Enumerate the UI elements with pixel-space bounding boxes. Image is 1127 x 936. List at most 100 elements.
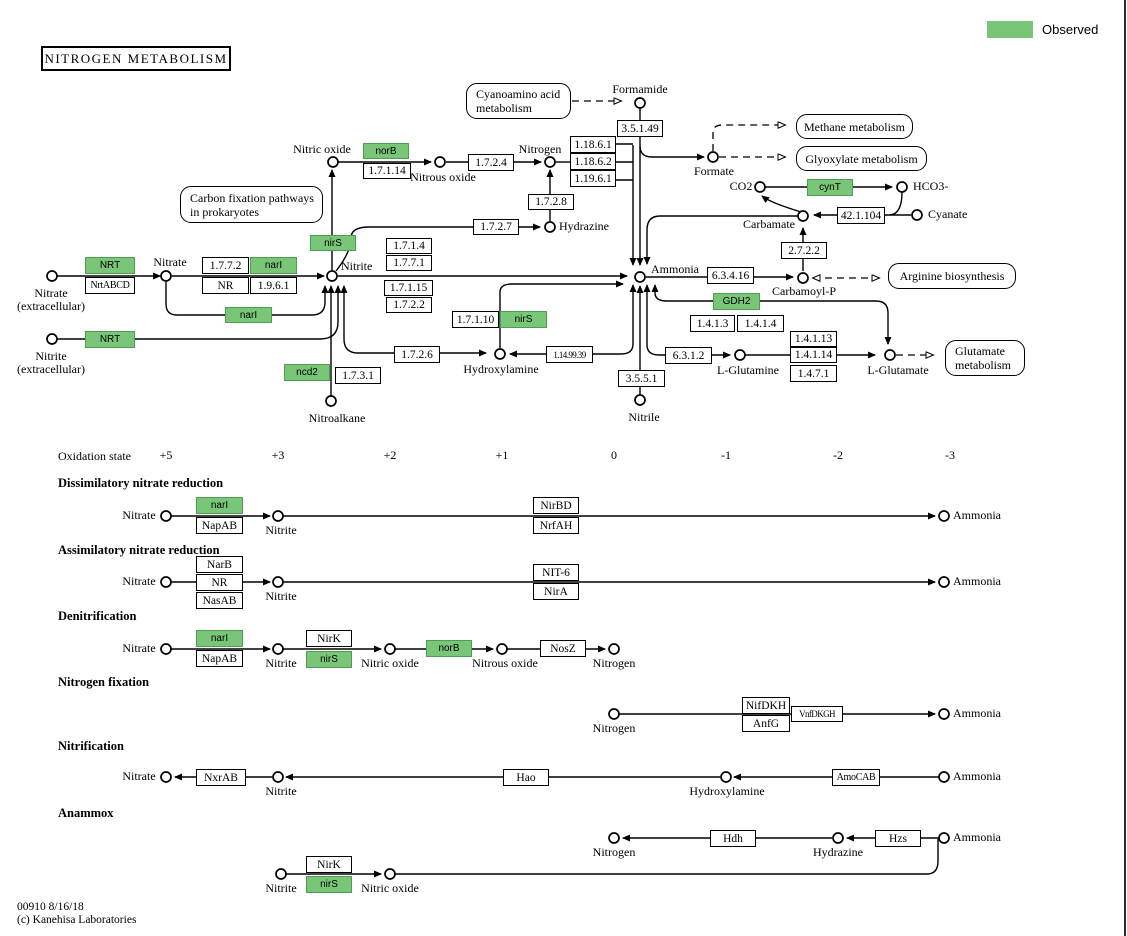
enzyme-box-1.7.2.8[interactable]: 1.7.2.8	[528, 194, 574, 210]
compound-label-carbamate: Carbamate	[743, 217, 795, 231]
enzyme-box-NasAB[interactable]: NasAB	[196, 592, 243, 609]
enzyme-box-NarB[interactable]: NarB	[196, 556, 243, 573]
gene-box-nirS-nitrite[interactable]: nirS	[310, 235, 356, 251]
enzyme-box-NosZ[interactable]: NosZ	[540, 640, 586, 657]
window-edge	[1124, 0, 1126, 936]
legend-label: Observed	[1042, 22, 1099, 37]
gene-box-NRT-nitrite[interactable]: NRT	[85, 331, 135, 348]
compound-label-formamide: Formamide	[612, 82, 668, 96]
enzyme-box-NR-r2[interactable]: NR	[196, 574, 243, 591]
enzyme-box-Hao[interactable]: Hao	[503, 769, 549, 786]
oxidation-tick-minus1: -1	[721, 448, 731, 462]
enzyme-box-1.7.1.10[interactable]: 1.7.1.10	[452, 311, 499, 328]
enzyme-box-1.7.7.2[interactable]: 1.7.7.2	[202, 257, 249, 274]
enzyme-box-AnfG[interactable]: AnfG	[742, 715, 790, 732]
pathway-link-arginine-biosynthesis[interactable]: Arginine biosynthesis	[888, 263, 1016, 289]
enzyme-box-NIT-6[interactable]: NIT-6	[533, 564, 579, 581]
gene-box-nirS-hydroxylamine[interactable]: nirS	[500, 311, 547, 328]
gene-box-narI-r1[interactable]: narI	[196, 497, 243, 514]
section-header-nitrification: Nitrification	[58, 739, 124, 753]
enzyme-box-1.4.7.1[interactable]: 1.4.7.1	[790, 365, 837, 382]
enzyme-box-Hzs[interactable]: Hzs	[875, 830, 921, 847]
compound-label-nitrate: Nitrate	[122, 508, 156, 522]
section-header-nitrogen-fixation: Nitrogen fixation	[58, 675, 150, 689]
gene-box-NRT-nitrate[interactable]: NRT	[85, 257, 135, 274]
enzyme-box-NirK-r6[interactable]: NirK	[306, 856, 352, 873]
enzyme-box-1.7.2.4[interactable]: 1.7.2.4	[468, 154, 514, 171]
enzyme-box-1.7.2.6[interactable]: 1.7.2.6	[394, 346, 440, 363]
pathway-link-glyoxylate-metabolism[interactable]: Glyoxylate metabolism	[796, 146, 927, 171]
compound-label-nitrite-extracellular: Nitrite (extracellular)	[17, 349, 85, 376]
compound-label-nitrite: Nitrite	[265, 656, 297, 670]
enzyme-box-NirA[interactable]: NirA	[533, 583, 579, 600]
gene-box-norB-r3[interactable]: norB	[426, 640, 472, 657]
enzyme-box-2.7.2.2[interactable]: 2.7.2.2	[781, 242, 827, 259]
gene-box-GDH2[interactable]: GDH2	[713, 293, 760, 310]
enzyme-box-1.4.1.14[interactable]: 1.4.1.14	[790, 347, 837, 363]
compound-label-l-glutamate: L-Glutamate	[867, 363, 929, 377]
enzyme-box-NrfAH[interactable]: NrfAH	[533, 517, 579, 534]
enzyme-box-NifDKH[interactable]: NifDKH	[742, 697, 790, 714]
enzyme-box-NxrAB[interactable]: NxrAB	[196, 769, 246, 786]
enzyme-box-1.7.1.15[interactable]: 1.7.1.15	[384, 280, 433, 296]
gene-box-norB[interactable]: norB	[363, 143, 409, 159]
compound-label-nitrite: Nitrite	[265, 523, 297, 537]
gene-box-cynT[interactable]: cynT	[807, 179, 853, 196]
enzyme-box-6.3.4.16[interactable]: 6.3.4.16	[707, 267, 754, 284]
gene-box-ncd2[interactable]: ncd2	[284, 364, 330, 381]
enzyme-box-1.7.1.14[interactable]: 1.7.1.14	[363, 163, 411, 179]
enzyme-box-1.7.2.7[interactable]: 1.7.2.7	[473, 219, 519, 235]
compound-nodes[interactable]	[46, 97, 950, 880]
gene-box-nirS-r3[interactable]: nirS	[306, 651, 352, 668]
compound-label-ammonia: Ammonia	[953, 706, 1001, 720]
enzyme-box-1.9.6.1[interactable]: 1.9.6.1	[250, 277, 297, 294]
compound-label-nitrite-hub: Nitrite	[341, 259, 373, 273]
compound-label-nitrite: Nitrite	[265, 784, 297, 798]
gene-box-narI-feedback[interactable]: narI	[225, 307, 272, 323]
gene-box-nirS-r6[interactable]: nirS	[306, 876, 352, 893]
compound-label-nitrous-oxide: Nitrous oxide	[472, 656, 538, 670]
gene-box-narI[interactable]: narI	[250, 257, 297, 274]
enzyme-box-VnfDKGH[interactable]: VnfDKGH	[791, 706, 843, 722]
enzyme-box-NR[interactable]: NR	[202, 277, 249, 294]
oxidation-tick-plus1: +1	[495, 448, 509, 462]
oxidation-tick-plus3: +3	[271, 448, 285, 462]
section-header-anammox: Anammox	[58, 806, 114, 820]
enzyme-box-NirBD[interactable]: NirBD	[533, 497, 579, 514]
enzyme-box-1.14.99.39[interactable]: 1.14.99.39	[546, 346, 593, 363]
enzyme-box-NapAB-r3[interactable]: NapAB	[196, 650, 243, 667]
enzyme-box-1.18.6.1[interactable]: 1.18.6.1	[570, 136, 616, 153]
enzyme-box-1.7.7.1[interactable]: 1.7.7.1	[386, 255, 432, 271]
enzyme-box-1.7.2.2[interactable]: 1.7.2.2	[386, 297, 432, 313]
enzyme-box-3.5.1.49[interactable]: 3.5.1.49	[617, 120, 663, 137]
enzyme-box-NrtABCD[interactable]: NrtABCD	[85, 277, 135, 294]
enzyme-box-1.4.1.3[interactable]: 1.4.1.3	[690, 315, 735, 332]
compound-label-hydroxylamine: Hydroxylamine	[689, 784, 765, 798]
compound-label-nitrate-extracellular: Nitrate (extracellular)	[17, 286, 85, 313]
enzyme-box-4.2.1.104[interactable]: 42.1.104	[837, 207, 885, 224]
enzyme-box-1.4.1.13[interactable]: 1.4.1.13	[790, 331, 837, 347]
compound-label-nitrogen: Nitrogen	[592, 845, 636, 859]
compound-label-hydrazine: Hydrazine	[559, 219, 609, 233]
enzyme-box-1.18.6.2[interactable]: 1.18.6.2	[570, 153, 616, 170]
enzyme-box-NirK-r3[interactable]: NirK	[306, 630, 352, 647]
enzyme-box-1.4.1.4[interactable]: 1.4.1.4	[737, 315, 784, 332]
pathway-link-methane-metabolism[interactable]: Methane metabolism	[796, 114, 913, 139]
compound-label-l-glutamine: L-Glutamine	[717, 363, 779, 377]
enzyme-box-AmoCAB[interactable]: AmoCAB	[832, 769, 880, 786]
compound-label-nitrite: Nitrite	[265, 881, 297, 895]
gene-box-narI-r3[interactable]: narI	[196, 630, 243, 647]
legend-swatch-observed	[987, 21, 1033, 38]
enzyme-box-1.19.6.1[interactable]: 1.19.6.1	[570, 170, 616, 187]
enzyme-box-NapAB-r1[interactable]: NapAB	[196, 517, 243, 534]
enzyme-box-1.7.1.4[interactable]: 1.7.1.4	[386, 238, 432, 254]
compound-label-nitrate: Nitrate	[122, 641, 156, 655]
enzyme-box-1.7.3.1[interactable]: 1.7.3.1	[335, 367, 381, 384]
enzyme-box-3.5.5.1[interactable]: 3.5.5.1	[618, 370, 665, 387]
enzyme-box-Hdh[interactable]: Hdh	[710, 830, 756, 847]
enzyme-box-6.3.1.2[interactable]: 6.3.1.2	[665, 347, 712, 364]
